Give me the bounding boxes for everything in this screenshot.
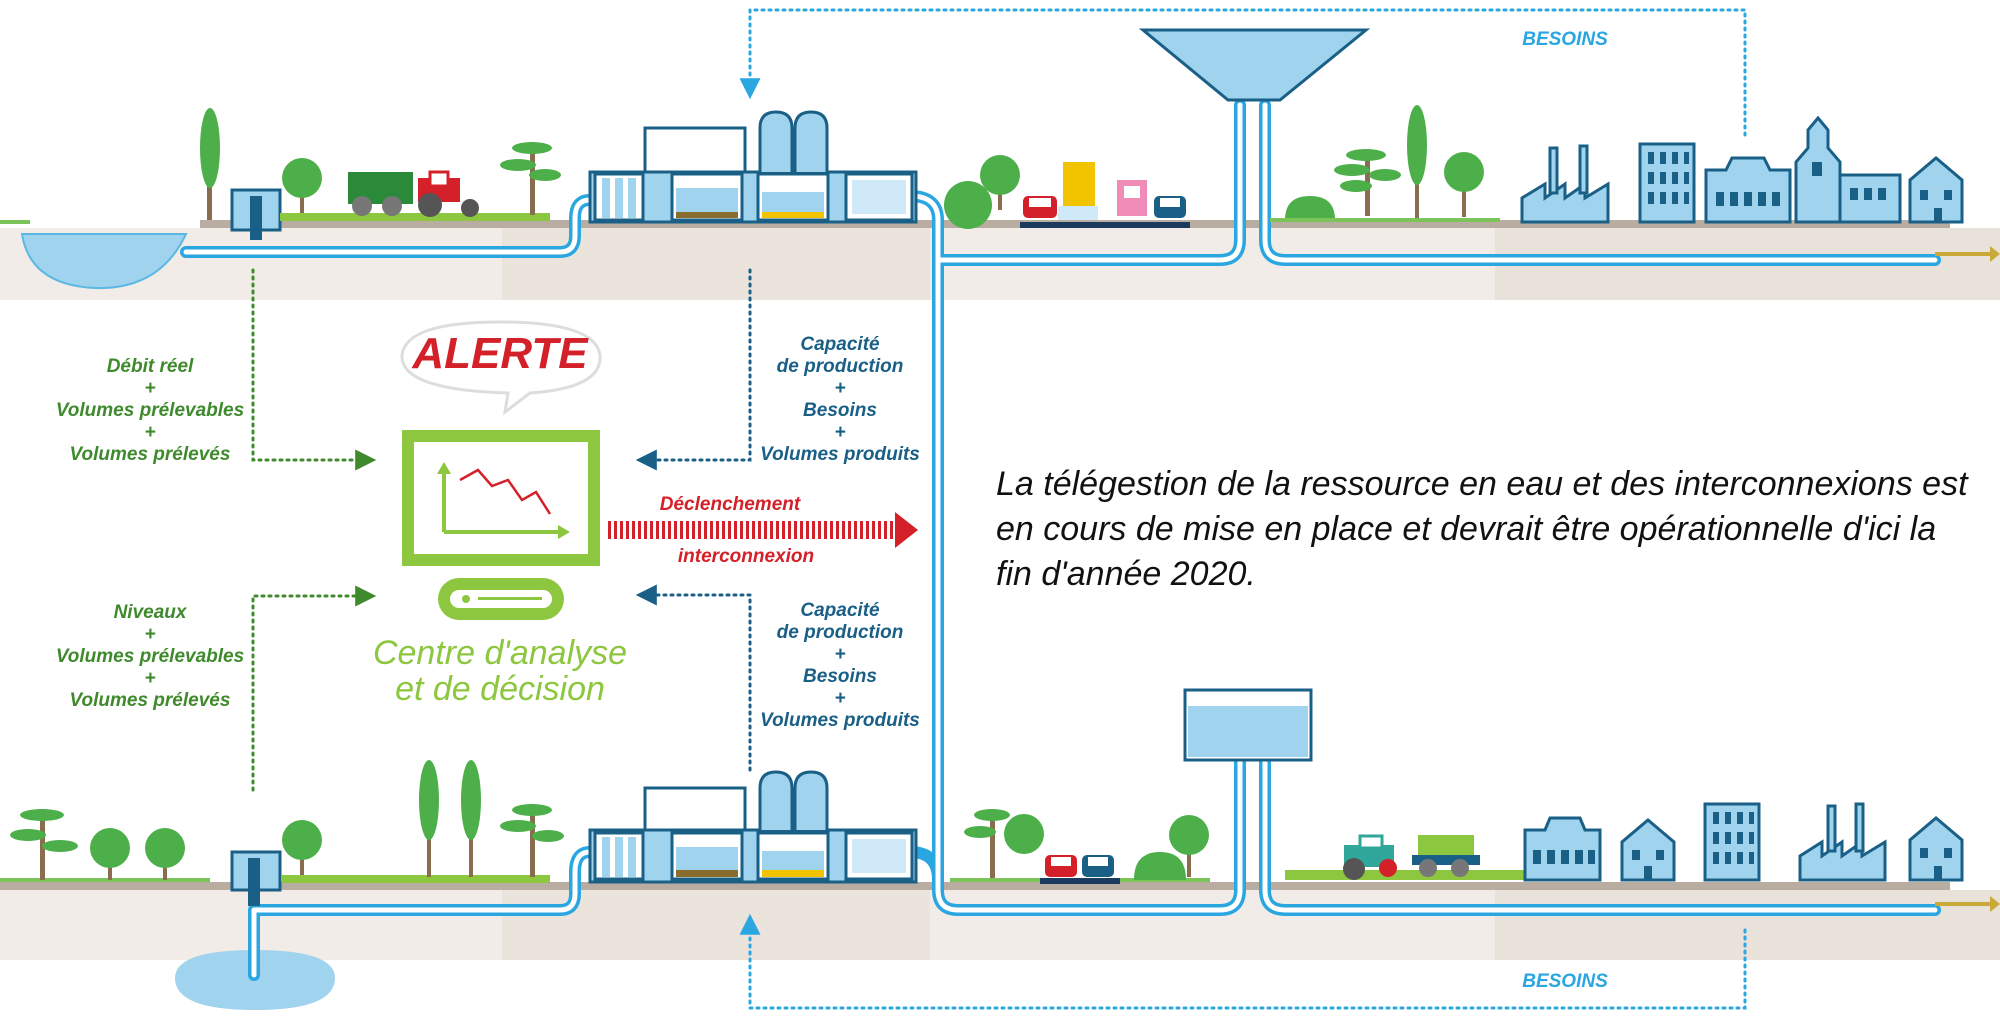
alert-label: ALERTE [411, 329, 589, 378]
input-label: Volumes produits [760, 444, 920, 465]
treatment-plant-icon [588, 110, 918, 224]
trigger-label-line-1: Déclenchement [660, 494, 801, 515]
tractor-icon [348, 170, 479, 217]
truck-icon [1117, 180, 1147, 216]
input-label: + [144, 624, 155, 645]
town-hall-icon [1704, 156, 1792, 224]
input-label: Volumes prélevés [70, 690, 231, 711]
trigger-arrow [608, 512, 918, 548]
tree-icon [1134, 852, 1186, 880]
input-label: + [834, 688, 845, 709]
pipe-network [180, 99, 1941, 981]
grass-strip [282, 875, 550, 883]
tree-icon [419, 760, 439, 877]
tree-icon [1407, 105, 1427, 218]
car-icon [1154, 196, 1186, 218]
input-label: Niveaux [114, 602, 188, 623]
tree-icon [145, 828, 185, 880]
tree-icon [980, 155, 1020, 210]
right-top-inputs: Capacité de production + Besoins + Volum… [760, 334, 920, 465]
input-label: Besoins [803, 400, 877, 421]
house-icon [1620, 818, 1676, 882]
input-label: de production [777, 356, 904, 377]
grass-strip [0, 878, 210, 882]
office-building-icon [1703, 802, 1761, 882]
input-label: de production [777, 622, 904, 643]
grass-strip [1285, 870, 1525, 880]
car-icon [1045, 855, 1077, 877]
paragraph-line: La télégestion de la ressource en eau et… [996, 465, 1968, 503]
left-top-inputs: Débit réel + Volumes prélevables + Volum… [56, 356, 244, 465]
input-label: Volumes produits [760, 710, 920, 731]
tractor-icon [1343, 834, 1480, 880]
tree-icon [1444, 152, 1484, 217]
tree-icon [461, 760, 481, 877]
ground-bottom [0, 882, 2000, 960]
alert-bubble-icon [400, 320, 602, 416]
grass-strip [280, 213, 550, 221]
left-bottom-inputs: Niveaux + Volumes prélevables + Volumes … [56, 602, 244, 711]
paragraph-line: fin d'année 2020. [996, 555, 1256, 593]
input-label: Volumes prélevables [56, 400, 244, 421]
tree-icon [90, 828, 130, 880]
centre-label-line-1: Centre d'analyse [373, 634, 627, 672]
tree-icon [1285, 196, 1335, 220]
input-label: Capacité [800, 334, 880, 355]
tree-icon [500, 142, 561, 215]
car-icon [1023, 196, 1057, 218]
tree-icon [200, 108, 220, 220]
besoins-bottom-label: BESOINS [1522, 971, 1608, 992]
office-building-icon [1638, 142, 1696, 224]
factory-icon [1798, 802, 1887, 882]
monitor-chart-icon [402, 430, 600, 566]
right-bottom-inputs: Capacité de production + Besoins + Volum… [760, 600, 920, 731]
water-tower-icon [1183, 688, 1313, 762]
house-icon [1908, 156, 1964, 224]
tree-icon [500, 804, 564, 877]
factory-icon [1520, 144, 1610, 224]
input-label: + [144, 668, 155, 689]
input-label: Volumes prélevables [56, 646, 244, 667]
pipe-outlet-arrows [1935, 246, 2000, 912]
input-label: Débit réel [107, 356, 194, 377]
server-icon [438, 578, 564, 620]
paragraph-line: en cours de mise en place et devrait êtr… [996, 510, 1937, 548]
dotted-connectors [251, 8, 1747, 1010]
description-paragraph: La télégestion de la ressource en eau et… [996, 462, 1996, 597]
input-label: Volumes prélevés [70, 444, 231, 465]
input-label: + [144, 422, 155, 443]
church-icon [1794, 115, 1902, 224]
tree-icon [964, 809, 1044, 880]
input-label: + [834, 644, 845, 665]
treatment-plant-icon [588, 770, 918, 884]
parking [1040, 878, 1120, 884]
tree-icon [282, 820, 322, 882]
parking [1020, 222, 1190, 228]
input-label: Besoins [803, 666, 877, 687]
tree-icon [282, 158, 322, 219]
tree-icon [1334, 149, 1401, 216]
besoins-top-label: BESOINS [1522, 29, 1608, 50]
well-station-top [230, 188, 282, 240]
tree-icon [10, 809, 78, 880]
tree-icon [1169, 815, 1209, 877]
river-icon [20, 233, 188, 290]
truck-icon [1058, 162, 1098, 220]
input-label: + [144, 378, 155, 399]
grass-strip [1270, 218, 1500, 222]
water-tower-icon [1138, 28, 1371, 102]
well-station-bottom [230, 850, 282, 906]
centre-label-line-2: et de décision [395, 670, 605, 708]
input-label: + [834, 378, 845, 399]
input-label: + [834, 422, 845, 443]
house-icon [1908, 816, 1964, 882]
trigger-label-line-2: interconnexion [678, 546, 814, 567]
car-icon [1082, 855, 1114, 877]
input-label: Capacité [800, 600, 880, 621]
tree-icon [944, 181, 992, 229]
town-hall-icon [1523, 816, 1602, 882]
